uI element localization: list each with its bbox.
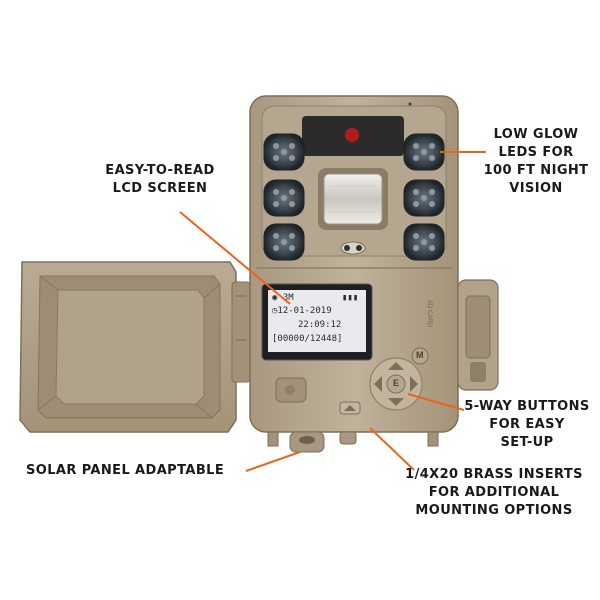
indicator-light-icon xyxy=(345,128,359,142)
lcd-time: 22:09:12 xyxy=(298,320,342,330)
sd-card-label: SD CARD xyxy=(426,300,432,328)
callout-solar-panel: SOLAR PANEL ADAPTABLE xyxy=(26,463,225,478)
camera-body xyxy=(249,95,459,453)
enter-button-label: E xyxy=(393,378,400,388)
menu-button-label: M xyxy=(416,350,424,360)
enter-button[interactable] xyxy=(386,374,406,394)
menu-button[interactable] xyxy=(411,347,429,365)
led-array-left xyxy=(263,133,305,261)
clock-icon: ◷ xyxy=(272,306,278,316)
led-array-right xyxy=(403,133,445,261)
battery-icon: ▮▮▮ xyxy=(342,293,359,303)
open-door xyxy=(19,261,251,433)
callout-low-glow-leds: LOW GLOW LEDS FOR 100 FT NIGHT VISION xyxy=(483,127,589,196)
callout-brass-inserts: 1/4X20 BRASS INSERTS FOR ADDITIONAL MOUN… xyxy=(405,467,583,518)
lcd-counter: [00000/12448] xyxy=(272,334,343,344)
camera-icon: ◉ xyxy=(272,293,278,303)
callout-lcd-screen: EASY-TO-READ LCD SCREEN xyxy=(105,163,215,196)
lcd-date: ◷12-01-2019 xyxy=(272,306,332,316)
strap-latch xyxy=(457,279,499,391)
callout-five-way-buttons: 5-WAY BUTTONS FOR EASY SET-UP xyxy=(464,399,590,450)
lcd-mode: ◉ 3M xyxy=(272,293,294,303)
motion-sensor-lens xyxy=(323,173,383,225)
brass-insert xyxy=(339,431,357,445)
